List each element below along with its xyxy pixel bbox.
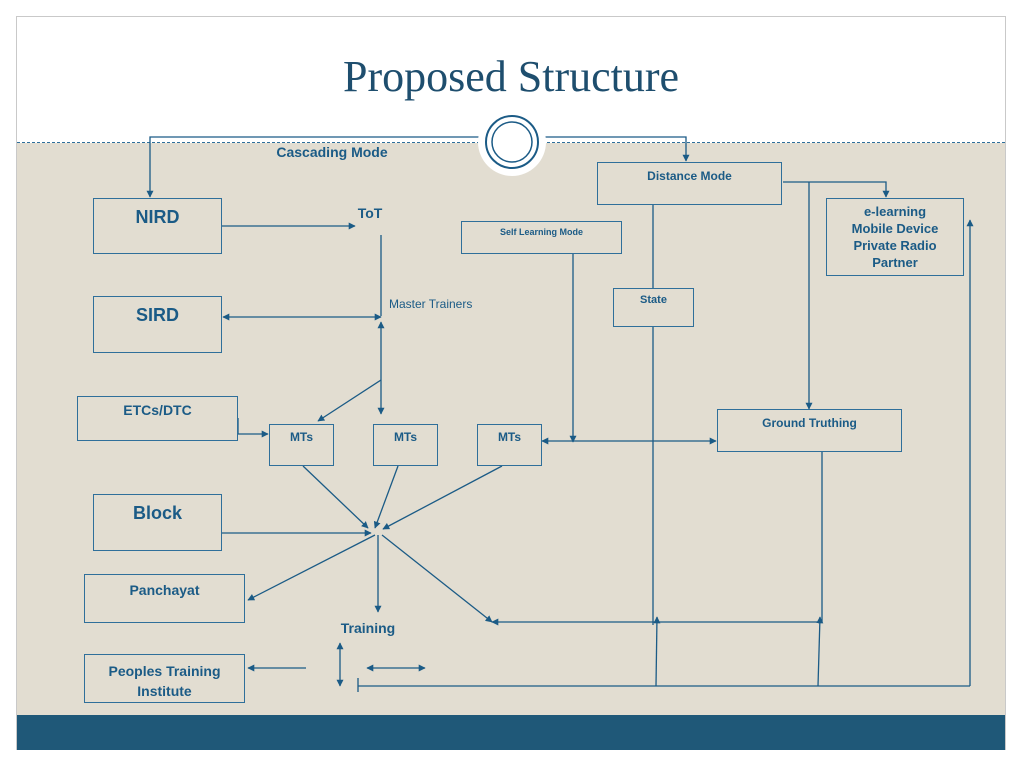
mts2-to-hub-arrow bbox=[373, 465, 399, 529]
distance-mode-box: Distance Mode bbox=[597, 162, 782, 205]
etcs-dtc-box: ETCs/DTC bbox=[77, 396, 238, 441]
mts-label-1: MTs bbox=[289, 430, 314, 444]
mts-box-2: MTs bbox=[373, 424, 438, 466]
elearning-line-2: Mobile Device bbox=[851, 221, 939, 236]
mts-box-1: MTs bbox=[269, 424, 334, 466]
self-learning-mode-label: Self Learning Mode bbox=[499, 227, 583, 237]
hub-to-bottom-arrow bbox=[381, 534, 493, 623]
nird-box: NIRD bbox=[93, 198, 222, 254]
pti-line-2: Institute bbox=[137, 683, 192, 699]
distance-connector bbox=[537, 136, 690, 162]
distance-mode-label: Distance Mode bbox=[647, 169, 732, 183]
sird-label: SIRD bbox=[135, 305, 179, 325]
block-box: Block bbox=[93, 494, 222, 551]
distance-to-elearning-arrow bbox=[783, 181, 890, 198]
circle-emblem bbox=[478, 108, 546, 176]
training-label: Training bbox=[340, 620, 396, 636]
elearning-box: e-learning Mobile Device Private Radio P… bbox=[826, 198, 964, 276]
elearning-line-3: Private Radio bbox=[853, 238, 937, 253]
cascading-mode-label: Cascading Mode bbox=[276, 144, 388, 160]
page-title: Proposed Structure bbox=[342, 52, 680, 101]
mts1-to-hub-arrow bbox=[302, 465, 369, 529]
elearning-line-4: Partner bbox=[872, 255, 918, 270]
ground-truthing-label: Ground Truthing bbox=[762, 416, 857, 430]
content-area bbox=[17, 143, 1005, 715]
bottom-up-arrow-1 bbox=[653, 616, 661, 687]
master-to-mts1-arrow bbox=[317, 379, 382, 422]
mts-label-3: MTs bbox=[497, 430, 522, 444]
footer-bar bbox=[17, 715, 1005, 750]
elearning-line-1: e-learning bbox=[863, 204, 927, 219]
self-learning-mode-box: Self Learning Mode bbox=[461, 221, 622, 254]
mts-label-2: MTs bbox=[393, 430, 418, 444]
etcs-to-mts-arrow bbox=[237, 418, 269, 438]
sird-box: SIRD bbox=[93, 296, 222, 353]
peoples-training-institute-box: Peoples Training Institute bbox=[84, 654, 245, 703]
pti-line-1: Peoples Training bbox=[108, 663, 221, 679]
state-box: State bbox=[613, 288, 694, 327]
mts3-to-hub-arrow bbox=[382, 465, 503, 530]
panchayat-label: Panchayat bbox=[129, 582, 200, 598]
tot-label: ToT bbox=[357, 205, 383, 221]
etcs-dtc-label: ETCs/DTC bbox=[123, 402, 192, 418]
mts-box-3: MTs bbox=[477, 424, 542, 466]
panchayat-box: Panchayat bbox=[84, 574, 245, 623]
block-label: Block bbox=[132, 503, 183, 523]
master-trainers-label: Master Trainers bbox=[389, 297, 473, 311]
bottom-up-arrow-2 bbox=[816, 616, 824, 687]
cascading-connector bbox=[146, 136, 490, 198]
ground-truthing-box: Ground Truthing bbox=[717, 409, 902, 452]
hub-to-panchayat-arrow bbox=[247, 534, 376, 601]
state-label: State bbox=[640, 294, 667, 306]
nird-label: NIRD bbox=[135, 207, 180, 227]
